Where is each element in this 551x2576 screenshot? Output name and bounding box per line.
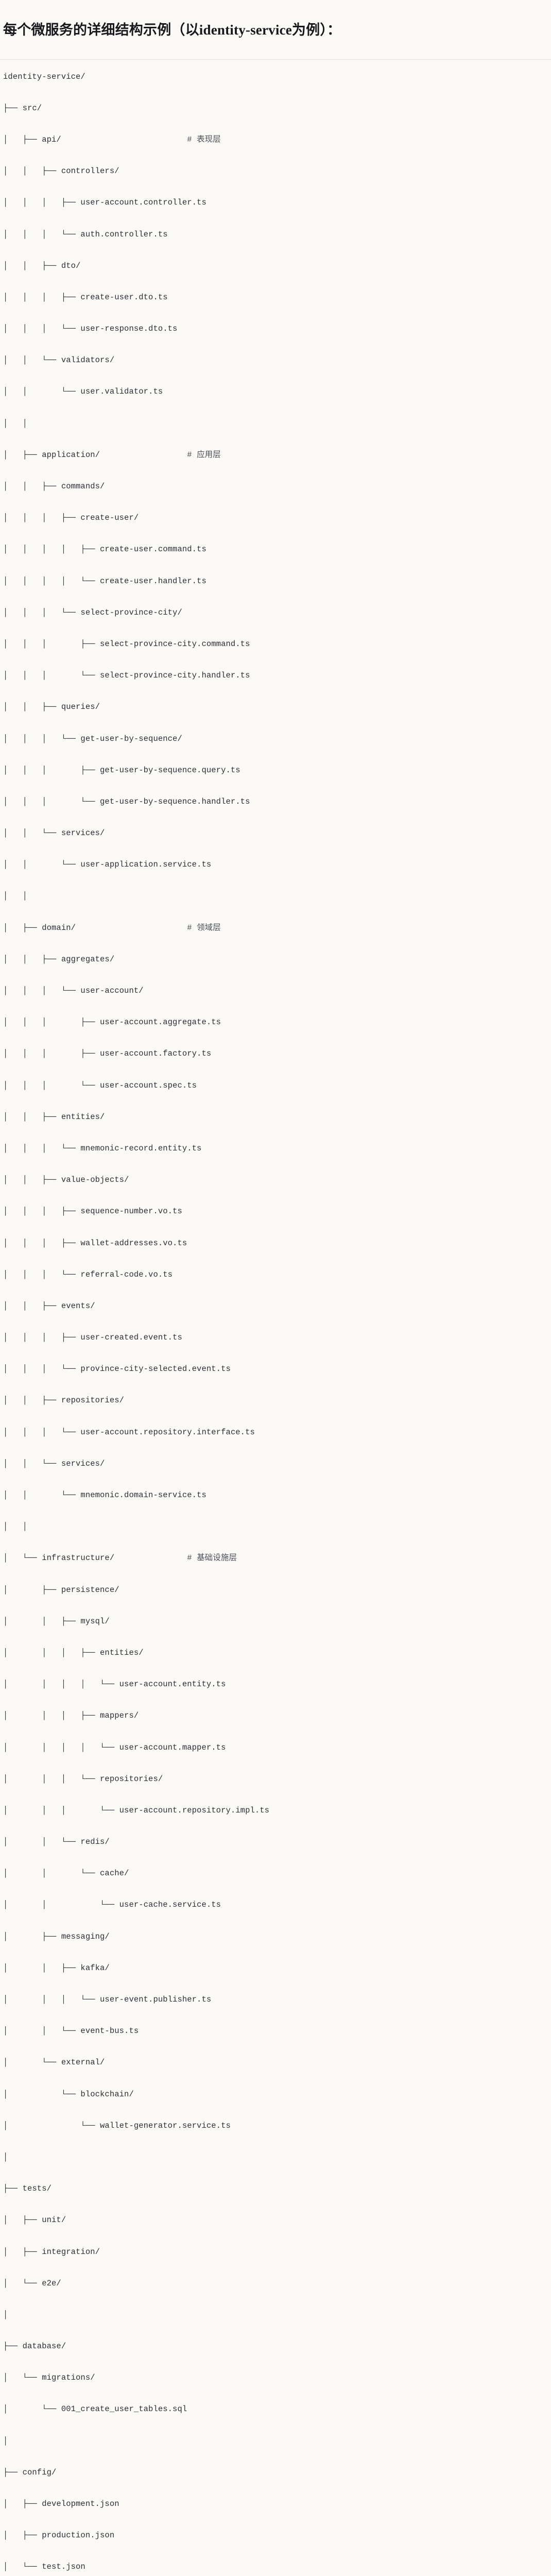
tree-line: │ bbox=[3, 2436, 8, 2446]
tree-line: │ │ │ └── user-account.spec.ts bbox=[3, 1080, 197, 1090]
tree-line: │ │ └── user.validator.ts bbox=[3, 387, 163, 397]
tree-line: │ │ ├── mysql/ bbox=[3, 1616, 110, 1626]
tree-line: │ │ │ │ └── create-user.handler.ts bbox=[3, 576, 206, 586]
tree-line: │ │ │ ├── mappers/ bbox=[3, 1711, 139, 1721]
tree-line: │ │ ├── dto/ bbox=[3, 261, 81, 270]
tree-line: │ │ │ └── user-response.dto.ts bbox=[3, 324, 178, 334]
tree-line: │ │ │ └── user-account/ bbox=[3, 986, 144, 996]
tree-line: │ │ ├── events/ bbox=[3, 1301, 95, 1311]
tree-line: │ │ │ │ └── user-account.mapper.ts bbox=[3, 1742, 226, 1752]
tree-line: │ │ └── user-cache.service.ts bbox=[3, 1900, 221, 1910]
tree-line-comment: # 表现层 bbox=[187, 134, 221, 144]
tree-line: ├── config/ bbox=[3, 2467, 57, 2477]
tree-line: │ │ │ └── mnemonic-record.entity.ts bbox=[3, 1143, 202, 1153]
tree-line: identity-service/ bbox=[3, 72, 85, 81]
tree-line: ├── database/ bbox=[3, 2342, 66, 2351]
tree-line: │ ├── api/ # 表现层 bbox=[3, 132, 546, 147]
tree-line: │ │ bbox=[3, 1522, 28, 1532]
tree-line: │ │ │ └── get-user-by-sequence.handler.t… bbox=[3, 796, 250, 806]
tree-line: │ │ │ └── get-user-by-sequence/ bbox=[3, 734, 182, 743]
tree-line: │ ├── development.json bbox=[3, 2499, 119, 2509]
tree-line: │ │ bbox=[3, 891, 28, 901]
tree-line: │ ├── domain/ # 领域层 bbox=[3, 920, 546, 936]
title-divider bbox=[0, 59, 551, 60]
tree-line: │ │ └── redis/ bbox=[3, 1837, 110, 1847]
tree-line: │ │ │ ├── user-account.aggregate.ts bbox=[3, 1018, 221, 1027]
tree-line: │ │ ├── entities/ bbox=[3, 1112, 105, 1122]
tree-line: │ │ │ ├── user-account.controller.ts bbox=[3, 198, 206, 208]
tree-line: │ └── migrations/ bbox=[3, 2373, 95, 2383]
tree-line: │ │ │ ├── sequence-number.vo.ts bbox=[3, 1207, 182, 1216]
tree-line-comment: # 基础设施层 bbox=[187, 1553, 237, 1563]
tree-line: ├── tests/ bbox=[3, 2184, 52, 2194]
tree-line-path: │ ├── api/ bbox=[3, 134, 187, 144]
tree-line: │ ├── integration/ bbox=[3, 2247, 100, 2257]
tree-line: │ │ └── mnemonic.domain-service.ts bbox=[3, 1490, 206, 1500]
tree-line: │ │ └── cache/ bbox=[3, 1869, 129, 1878]
directory-tree-code: identity-service/ ├── src/ │ ├── api/ # … bbox=[3, 69, 546, 2576]
tree-line: │ ├── application/ # 应用层 bbox=[3, 447, 546, 463]
tree-line: │ │ └── validators/ bbox=[3, 355, 115, 365]
tree-line: │ │ │ └── user-event.publisher.ts bbox=[3, 1995, 212, 2005]
tree-line: │ │ └── user-application.service.ts bbox=[3, 860, 212, 870]
tree-line: │ │ │ ├── create-user.dto.ts bbox=[3, 292, 168, 302]
tree-line: │ │ ├── kafka/ bbox=[3, 1963, 110, 1973]
tree-line: │ └── e2e/ bbox=[3, 2278, 61, 2288]
tree-line-path: │ ├── domain/ bbox=[3, 923, 187, 933]
tree-line: │ ├── persistence/ bbox=[3, 1585, 119, 1595]
tree-line: │ └── blockchain/ bbox=[3, 2089, 134, 2099]
tree-line: │ │ └── event-bus.ts bbox=[3, 2026, 139, 2036]
tree-line: │ │ │ └── user-account.repository.interf… bbox=[3, 1427, 255, 1437]
tree-line: │ │ ├── queries/ bbox=[3, 702, 100, 712]
tree-line: │ │ │ └── auth.controller.ts bbox=[3, 229, 168, 239]
tree-line: │ │ ├── aggregates/ bbox=[3, 954, 115, 964]
tree-line: │ │ │ └── province-city-selected.event.t… bbox=[3, 1364, 231, 1374]
tree-line: │ │ ├── controllers/ bbox=[3, 166, 119, 176]
tree-line: │ └── test.json bbox=[3, 2562, 85, 2572]
tree-line: │ │ │ │ └── user-account.entity.ts bbox=[3, 1680, 226, 1689]
tree-line: │ ├── messaging/ bbox=[3, 1931, 110, 1941]
tree-line: │ │ │ ├── select-province-city.command.t… bbox=[3, 639, 250, 649]
page-title: 每个微服务的详细结构示例（以identity-service为例）： bbox=[3, 22, 341, 38]
tree-line: │ │ │ ├── user-account.factory.ts bbox=[3, 1049, 212, 1059]
tree-line: │ │ └── services/ bbox=[3, 1459, 105, 1468]
tree-line-comment: # 应用层 bbox=[187, 450, 221, 460]
tree-line: │ │ │ └── select-province-city/ bbox=[3, 607, 182, 617]
tree-line: │ │ └── services/ bbox=[3, 828, 105, 838]
tree-line: │ ├── unit/ bbox=[3, 2215, 66, 2225]
tree-line: │ │ │ └── select-province-city.handler.t… bbox=[3, 671, 250, 681]
directory-tree: identity-service/ ├── src/ │ ├── api/ # … bbox=[3, 69, 546, 2576]
tree-line: │ │ │ ├── create-user/ bbox=[3, 513, 139, 523]
tree-line: │ │ ├── commands/ bbox=[3, 482, 105, 492]
tree-line: │ └── 001_create_user_tables.sql bbox=[3, 2404, 187, 2414]
tree-line: │ └── external/ bbox=[3, 2058, 105, 2067]
tree-line: │ └── wallet-generator.service.ts bbox=[3, 2121, 231, 2130]
tree-line: │ │ │ │ ├── create-user.command.ts bbox=[3, 545, 206, 554]
tree-line: │ │ ├── value-objects/ bbox=[3, 1175, 129, 1185]
tree-line: │ │ │ ├── user-created.event.ts bbox=[3, 1333, 182, 1343]
tree-line: │ bbox=[3, 2152, 8, 2162]
tree-line-path: │ ├── application/ bbox=[3, 450, 187, 460]
tree-line: │ │ ├── repositories/ bbox=[3, 1396, 125, 1405]
tree-line-comment: # 领域层 bbox=[187, 923, 221, 933]
tree-line: │ │ bbox=[3, 418, 28, 428]
document-page: 每个微服务的详细结构示例（以identity-service为例）： ident… bbox=[0, 9, 551, 2576]
tree-line: │ ├── production.json bbox=[3, 2531, 115, 2540]
tree-line: │ │ │ └── repositories/ bbox=[3, 1774, 163, 1784]
tree-line-path: │ └── infrastructure/ bbox=[3, 1553, 187, 1563]
tree-line: ├── src/ bbox=[3, 103, 42, 113]
tree-line: │ │ │ └── referral-code.vo.ts bbox=[3, 1269, 173, 1279]
tree-line: │ │ │ └── user-account.repository.impl.t… bbox=[3, 1805, 270, 1815]
directory-tree-block: identity-service/ ├── src/ │ ├── api/ # … bbox=[0, 59, 551, 2576]
tree-line: │ │ │ ├── get-user-by-sequence.query.ts bbox=[3, 765, 240, 775]
tree-line: │ │ │ ├── wallet-addresses.vo.ts bbox=[3, 1238, 187, 1248]
tree-line: │ └── infrastructure/ # 基础设施层 bbox=[3, 1550, 546, 1566]
tree-line: │ │ │ ├── entities/ bbox=[3, 1648, 144, 1657]
tree-line: │ bbox=[3, 2310, 8, 2319]
